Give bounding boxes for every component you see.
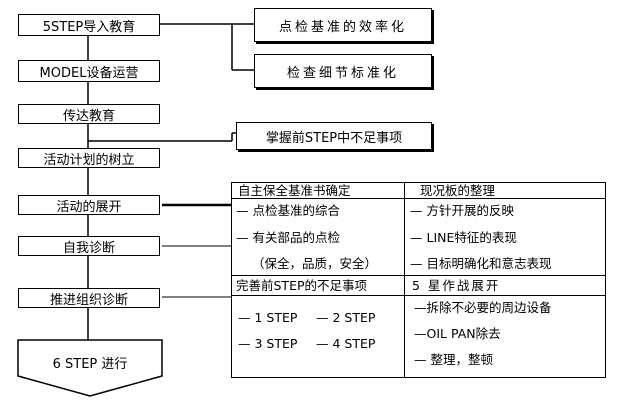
table-left-item: — 有关部品的点检 — [236, 230, 340, 245]
step-activity-deploy: 活动的展开 — [18, 195, 160, 215]
table-mid-right: 5 星作战展开 — [412, 278, 501, 293]
step-self-diagnosis: 自我诊断 — [18, 236, 160, 256]
detail-table — [231, 182, 606, 378]
table-left-item: （保全，品质，安全） — [252, 256, 378, 271]
table-left-item: — 点检基准的综合 — [236, 203, 340, 218]
table-right-item-lower: —OIL PAN除去 — [414, 326, 501, 341]
table-right-item-lower: — 整理，整顿 — [414, 352, 493, 367]
table-right-item: — 目标明确化和意志表现 — [410, 256, 552, 271]
table-right-item: — LINE特征的表现 — [410, 230, 517, 245]
final-step-arrow — [17, 339, 163, 397]
table-step-item: — 3 STEP — [238, 336, 298, 351]
table-right-item: — 方针开展的反映 — [410, 203, 514, 218]
table-right-item-lower: —拆除不必要的周边设备 — [414, 300, 552, 315]
side-box-efficiency: 点检基准的效率化 — [254, 8, 432, 42]
final-step-label: 6 STEP 进行 — [52, 357, 128, 372]
table-step-item: — 1 STEP — [238, 310, 298, 325]
step-5step-education: 5STEP导入教育 — [18, 14, 160, 36]
table-step-item: — 2 STEP — [316, 310, 376, 325]
step-communication-education: 传达教育 — [18, 104, 160, 124]
table-header-left: 自主保全基准书确定 — [238, 183, 351, 198]
side-box-standardize: 检查细节标准化 — [254, 54, 432, 88]
step-org-diagnosis: 推进组织诊断 — [18, 288, 160, 308]
table-mid-left: 完善前STEP的不足事项 — [236, 278, 368, 293]
step-plan-establish: 活动计划的树立 — [18, 148, 160, 168]
side-box-grasp: 掌握前STEP中不足事项 — [236, 122, 432, 150]
table-header-right: 现况板的整理 — [420, 183, 496, 198]
step-model-equipment: MODEL设备运营 — [18, 60, 160, 82]
table-step-item: — 4 STEP — [316, 336, 376, 351]
